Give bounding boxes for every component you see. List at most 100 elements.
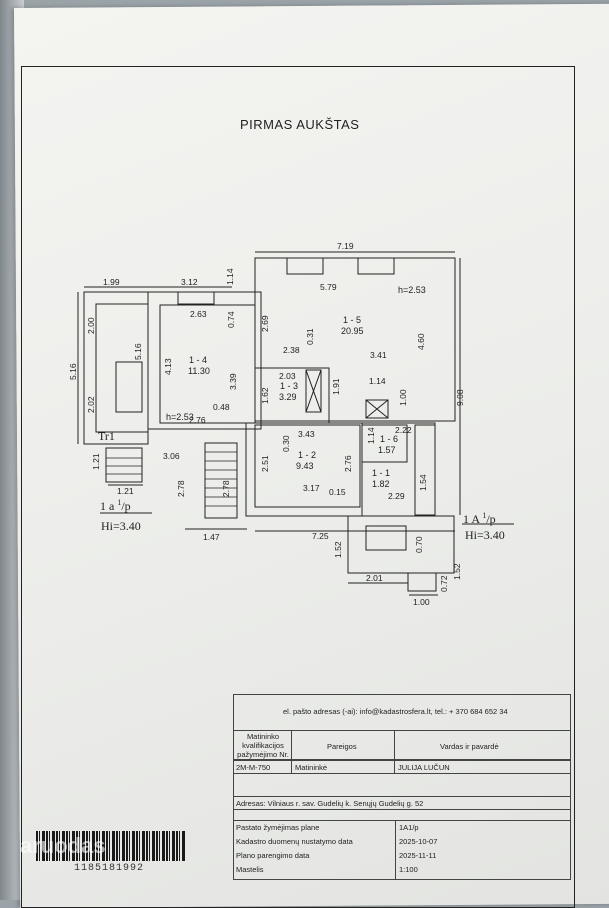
dim: 3.12 <box>181 277 198 287</box>
room-1-5-area: 20.95 <box>341 326 364 336</box>
room-1-3-area: 3.29 <box>279 392 297 402</box>
dim: 5.79 <box>320 282 337 292</box>
dim: 1.14 <box>225 268 235 285</box>
shaft <box>305 369 322 413</box>
dim: 2.22 <box>395 425 412 435</box>
stairs-left <box>204 442 238 519</box>
dim: 1.21 <box>91 453 101 470</box>
room-1-4-id: 1 - 4 <box>189 355 207 365</box>
role-value: Matininkė <box>295 763 328 772</box>
dim: 4.13 <box>163 358 173 375</box>
room-1-1-id: 1 - 1 <box>372 468 390 478</box>
chimney <box>365 399 389 419</box>
role-header: Pareigos <box>327 742 357 751</box>
cert-header: Matininko kvalifikacijos pažymėjimo Nr. <box>237 732 289 759</box>
info-label: Mastelis <box>236 865 264 874</box>
dim: 0.74 <box>226 311 236 328</box>
window-top-2 <box>357 257 395 275</box>
level-left-height: Hi=3.40 <box>101 519 141 533</box>
room-1-5-height: h=2.53 <box>398 285 426 295</box>
window-top-1 <box>286 257 324 275</box>
surveyor-row <box>233 760 571 774</box>
info-value: 2025-10-07 <box>399 837 438 846</box>
dim: 1.00 <box>398 389 408 406</box>
tr1-label: Tr1 <box>98 429 115 443</box>
dim: 2.01 <box>366 573 383 583</box>
address: Adresas: Vilniaus r. sav. Gudelių k. Sen… <box>236 799 424 808</box>
wall-tr1-inner <box>95 303 149 433</box>
info-label: Pastato žymėjimas plane <box>236 823 320 832</box>
dim: 3.43 <box>298 429 315 439</box>
dim: 7.25 <box>312 531 329 541</box>
dim: 1.62 <box>260 387 270 404</box>
room-1-3-id: 1 - 3 <box>280 381 298 391</box>
dim: 2.63 <box>190 309 207 319</box>
dim: 1.21 <box>117 486 134 496</box>
dim: 1.54 <box>418 474 428 491</box>
porch-left <box>105 447 143 483</box>
dim: 3.17 <box>303 483 320 493</box>
stair-inner-left <box>115 361 143 413</box>
porch-step <box>407 572 437 592</box>
dim: 0.70 <box>414 536 424 553</box>
dim: 2.51 <box>260 455 270 472</box>
watermark-logo: aruodas <box>20 833 106 858</box>
dim: 0.48 <box>213 402 230 412</box>
dim: 1.99 <box>103 277 120 287</box>
dim: 1.47 <box>203 532 220 542</box>
dim: 2.38 <box>283 345 300 355</box>
dim: 1.14 <box>366 427 376 444</box>
room-1-2-id: 1 - 2 <box>298 450 316 460</box>
dim: 2.00 <box>86 317 96 334</box>
barcode <box>36 831 186 861</box>
info-values <box>395 820 571 880</box>
room-1-4-area: 11.30 <box>188 366 210 376</box>
dim: 2.76 <box>189 415 206 425</box>
dim: 1.00 <box>413 597 430 607</box>
info-value: 1:100 <box>399 865 418 874</box>
room-1-2-area: 9.43 <box>296 461 314 471</box>
info-value: 1A1/p <box>399 823 419 832</box>
level-left-label: 1 a 1/p <box>100 498 131 513</box>
dim: 1.52 <box>333 541 343 558</box>
barcode-number: 1185181992 <box>74 863 145 874</box>
dim: 1.52 <box>452 563 462 580</box>
room-1-6-area: 1.57 <box>378 445 396 455</box>
name-header: Vardas ir pavardė <box>440 742 499 751</box>
dim: 2.02 <box>86 396 96 413</box>
header-row <box>233 730 571 760</box>
dim: 3.06 <box>163 451 180 461</box>
dim: 5.16 <box>133 343 143 360</box>
wall-room-1-4 <box>159 304 256 424</box>
info-label: Kadastro duomenų nustatymo data <box>236 837 353 846</box>
dim: 9.08 <box>455 389 465 406</box>
title-block: el. pašto adresas (-ai): info@kadastrosf… <box>233 694 571 880</box>
dim: 2.76 <box>343 455 353 472</box>
page-title: PIRMAS AUKŠTAS <box>240 117 360 132</box>
window-top-3 <box>177 291 215 305</box>
address-row <box>233 796 571 810</box>
dim: 2.29 <box>388 491 405 501</box>
dim: 0.15 <box>329 487 346 497</box>
dim: 2.78 <box>221 480 231 497</box>
dim: 1.91 <box>331 378 341 395</box>
role-column <box>291 730 395 774</box>
entrance-steps <box>365 525 407 551</box>
stairs-right <box>414 424 436 516</box>
dim: 0.31 <box>305 328 315 345</box>
room-1-1-area: 1.82 <box>372 479 390 489</box>
dim: 2.78 <box>176 480 186 497</box>
dim: 4.60 <box>416 333 426 350</box>
surveyor-name: JULIJA LUČUN <box>398 763 450 772</box>
email-line: el. pašto adresas (-ai): info@kadastrosf… <box>283 707 508 716</box>
dim: 1.14 <box>369 376 386 386</box>
room-1-6-id: 1 - 6 <box>380 434 398 444</box>
dim: 2.69 <box>260 315 270 332</box>
porch-right <box>347 515 455 574</box>
info-label: Plano parengimo data <box>236 851 310 860</box>
dim: 0.30 <box>281 435 291 452</box>
dim: 5.16 <box>68 363 78 380</box>
wall-room-1-2 <box>254 424 361 508</box>
wall-room-1-6 <box>361 424 408 463</box>
